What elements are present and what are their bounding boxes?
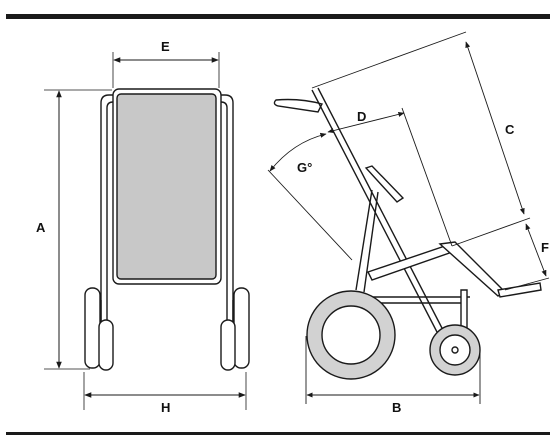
side-front-wheel-hub	[451, 346, 459, 354]
side-dimensions	[267, 31, 550, 404]
label-a: A	[36, 220, 46, 235]
front-left-front-wheel	[98, 319, 114, 371]
side-backrest	[364, 165, 405, 203]
label-h: H	[161, 400, 170, 415]
side-seat-base	[367, 245, 461, 281]
label-f: F	[541, 240, 549, 255]
side-handle	[273, 98, 324, 113]
side-rear-wheel-rim	[321, 305, 381, 365]
extension-line-c-top	[311, 31, 467, 89]
front-frame-right-upright	[219, 94, 234, 330]
extension-line-g	[267, 169, 353, 261]
label-d: D	[357, 109, 366, 124]
dimension-line-f	[525, 223, 547, 277]
front-frame-right-upright-inner	[220, 101, 228, 322]
dimension-line-c	[465, 41, 525, 215]
side-footrest	[438, 241, 507, 297]
side-main-frame-inner	[317, 87, 460, 362]
top-rule	[6, 14, 550, 19]
front-right-rear-wheel	[233, 287, 250, 369]
label-e: E	[161, 39, 170, 54]
front-left-rear-wheel	[84, 287, 101, 369]
label-c: C	[505, 122, 515, 137]
extension-line-f-bottom	[504, 277, 550, 291]
front-view	[44, 52, 250, 410]
front-right-front-wheel	[220, 319, 236, 371]
side-main-frame-outer	[311, 89, 454, 364]
side-rear-leg-inner	[363, 191, 379, 293]
side-footplate	[497, 282, 542, 298]
dimension-line-d	[327, 111, 405, 134]
seat-panel	[116, 93, 217, 280]
front-frame-left-upright	[100, 94, 114, 330]
label-b: B	[392, 400, 401, 415]
extension-line-c-bottom	[451, 217, 531, 247]
label-g-angle: G°	[297, 160, 312, 175]
front-frame-left-upright-inner	[106, 101, 114, 322]
side-view	[273, 87, 542, 380]
dimension-arc-g	[269, 132, 327, 172]
front-dimensions	[56, 57, 246, 398]
side-rear-leg	[355, 189, 373, 291]
extension-line-d	[401, 107, 453, 247]
bottom-rule	[6, 432, 550, 435]
